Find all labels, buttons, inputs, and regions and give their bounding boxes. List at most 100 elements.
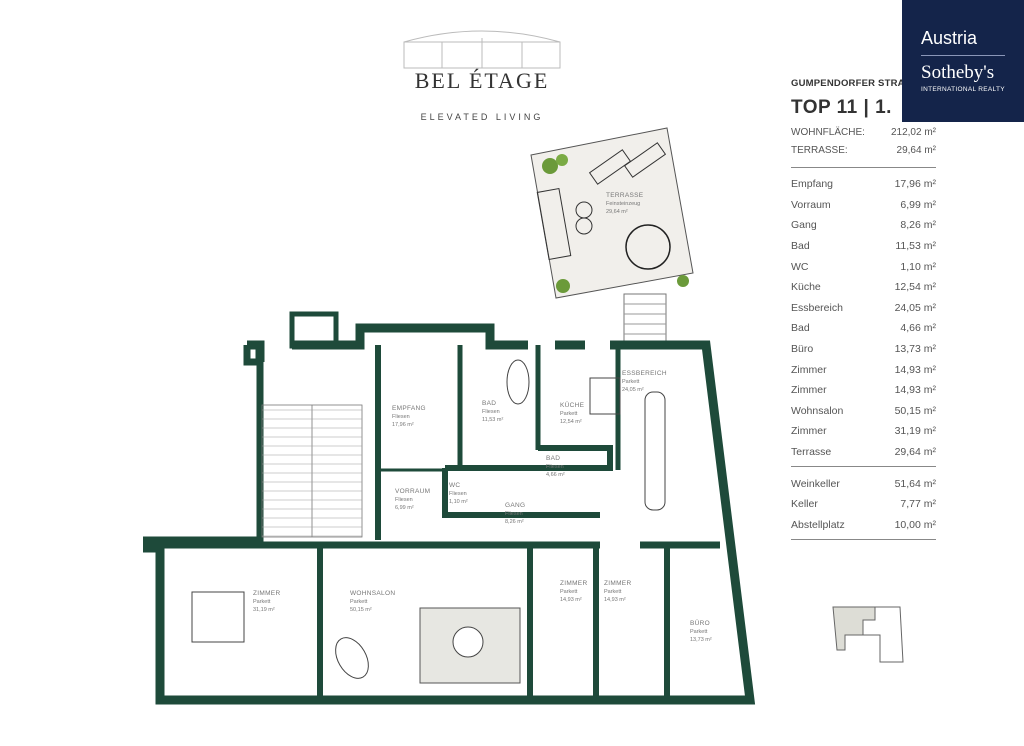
area-value: 10,00 m² (894, 518, 936, 531)
area-row: Empfang 17,96 m² (791, 174, 936, 195)
room-name: ZIMMER (604, 580, 631, 587)
furniture (191, 359, 666, 679)
room-label: ZIMMER Parkett 31,19 m² (253, 590, 280, 613)
building-facade-icon (403, 30, 561, 69)
area-value: 212,02 m² (890, 127, 936, 138)
room-floor: Fliesen (505, 511, 523, 517)
room-name: WC (449, 482, 460, 489)
room-name: ZIMMER (253, 590, 280, 597)
room-floor: Parkett (560, 411, 578, 417)
area-label: Zimmer (791, 384, 827, 397)
room-area: 12,54 m² (560, 419, 582, 425)
room-area: 50,15 m² (350, 607, 372, 613)
room-floor: Parkett (560, 589, 578, 595)
area-label: Gang (791, 219, 817, 232)
logo-tagline: ELEVATED LIVING (420, 112, 544, 122)
unit-info-panel: GUMPENDORFER STRA TOP 11 | 1. WOHNFLÄCHE… (791, 78, 936, 546)
area-value: 12,54 m² (894, 281, 936, 294)
room-label: BAD Fliesen 4,66 m² (546, 455, 565, 478)
area-row: Wohnsalon 50,15 m² (791, 401, 936, 422)
room-floor: Fliesen (449, 491, 467, 497)
area-value: 8,26 m² (900, 219, 936, 232)
room-label: WC Fliesen 1,10 m² (449, 482, 468, 505)
area-row: Vorraum 6,99 m² (791, 195, 936, 216)
area-row: TERRASSE: 29,64 m² (791, 145, 936, 163)
area-value: 29,64 m² (894, 446, 936, 459)
area-label: Empfang (791, 178, 834, 191)
area-label: Wohnsalon (791, 404, 844, 417)
area-row: Zimmer 14,93 m² (791, 359, 936, 380)
room-name: TERRASSE (606, 192, 644, 199)
room-name: ESSBEREICH (622, 370, 667, 377)
area-label: Vorraum (791, 198, 831, 211)
room-area: 11,53 m² (482, 417, 503, 423)
room-floor: Fliesen (546, 464, 564, 470)
room-name: EMPFANG (392, 405, 426, 412)
area-label: Weinkeller (791, 477, 840, 490)
area-label: Bad (791, 240, 810, 253)
area-value: 31,19 m² (894, 425, 936, 438)
area-label: Zimmer (791, 425, 827, 438)
area-row: Gang 8,26 m² (791, 215, 936, 236)
area-value: 51,64 m² (894, 477, 936, 490)
room-area: 14,93 m² (604, 597, 626, 603)
sothebys-brand-logo: Austria Sotheby's INTERNATIONAL REALTY (902, 0, 1024, 122)
room-area: 29,64 m² (606, 209, 628, 215)
area-value: 6,99 m² (900, 198, 936, 211)
terrace (530, 127, 694, 343)
room-floor: Feinsteinzeug (606, 201, 640, 207)
room-area: 31,19 m² (253, 607, 275, 613)
area-label: WC (791, 260, 809, 273)
room-floor: Parkett (350, 599, 368, 605)
room-area: 8,26 m² (505, 519, 524, 525)
area-value: 1,10 m² (900, 260, 936, 273)
brand-line1: Austria (921, 28, 978, 48)
area-label: TERRASSE: (791, 145, 848, 156)
logo-title: BEL ÉTAGE (414, 68, 550, 93)
room-floor: Fliesen (482, 409, 500, 415)
room-floor: Fliesen (392, 414, 410, 420)
bel-etage-logo: BEL ÉTAGE ELEVATED LIVING (392, 20, 572, 130)
room-area: 1,10 m² (449, 499, 468, 505)
area-value: 14,93 m² (894, 384, 936, 397)
room-name: BAD (546, 455, 560, 462)
area-label: Abstellplatz (791, 518, 845, 531)
area-value: 24,05 m² (894, 301, 936, 314)
area-row: Weinkeller 51,64 m² (791, 473, 936, 494)
staircase (261, 404, 363, 538)
area-label: Zimmer (791, 363, 827, 376)
room-name: BAD (482, 400, 496, 407)
site-location-map (832, 606, 904, 663)
room-area: 6,99 m² (395, 505, 414, 511)
area-label: Küche (791, 281, 821, 294)
area-label: Terrasse (791, 446, 832, 459)
room-area: 17,96 m² (392, 422, 414, 428)
room-area: 4,66 m² (546, 472, 565, 478)
room-name: VORRAUM (395, 488, 430, 495)
area-value: 50,15 m² (894, 404, 936, 417)
room-label: TERRASSE Feinsteinzeug 29,64 m² (606, 192, 644, 215)
area-value: 14,93 m² (894, 363, 936, 376)
brand-line3: INTERNATIONAL REALTY (921, 86, 1005, 93)
walls (143, 311, 756, 705)
area-row: WOHNFLÄCHE:212,02 m² (791, 127, 936, 145)
area-value: 29,64 m² (896, 145, 936, 156)
area-row: WC 1,10 m² (791, 256, 936, 277)
area-value: 17,96 m² (894, 178, 936, 191)
room-floor: Parkett (253, 599, 271, 605)
area-value: 4,66 m² (900, 322, 936, 335)
area-label: Büro (791, 343, 814, 356)
room-label: EMPFANG Fliesen 17,96 m² (392, 405, 426, 428)
